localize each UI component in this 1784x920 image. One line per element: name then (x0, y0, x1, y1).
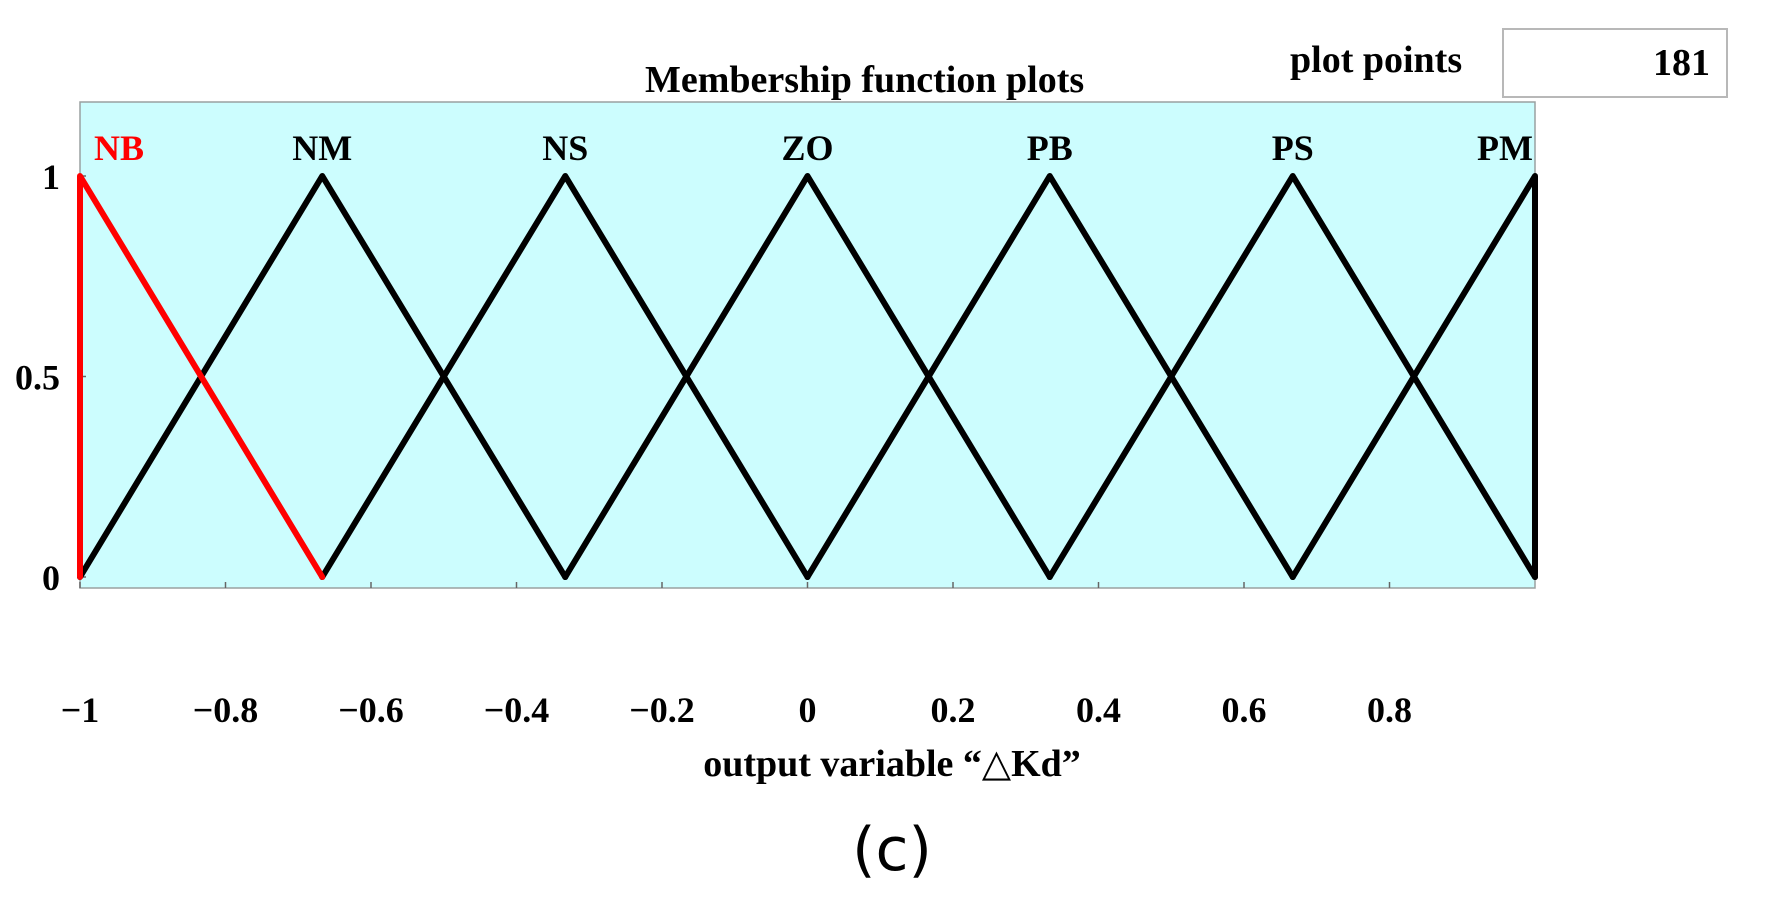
x-tick-label: −1 (61, 690, 100, 730)
plot-area (79, 101, 1536, 589)
plot-points-input[interactable]: 181 (1502, 28, 1728, 98)
mf-line-ns (319, 173, 811, 580)
x-tick-label: 0 (799, 690, 817, 730)
x-tick-label: −0.4 (484, 690, 550, 730)
mf-line-zo (562, 173, 1053, 580)
mf-line-pb (804, 173, 1296, 580)
mf-line-nb (77, 173, 326, 580)
mf-label-ns: NS (542, 128, 588, 168)
x-axis-label: output variable “△Kd” (703, 743, 1081, 785)
mf-line-pm (1289, 173, 1538, 580)
plot-points-label: plot points (1290, 39, 1463, 81)
mf-line-ps (1046, 173, 1538, 580)
mf-label-zo: ZO (781, 128, 833, 168)
x-tick-label: −0.2 (629, 690, 695, 730)
x-tick-label: 0.2 (931, 690, 976, 730)
chart-title: Membership function plots (645, 59, 1085, 101)
x-tick-label: 0.6 (1222, 690, 1267, 730)
mf-label-nb: NB (94, 128, 144, 168)
y-tick-label: 0.5 (15, 358, 60, 398)
y-tick-label: 1 (42, 157, 60, 197)
mf-label-pb: PB (1027, 128, 1073, 168)
mf-label-ps: PS (1272, 128, 1314, 168)
x-tick-label: −0.8 (193, 690, 259, 730)
x-tick-label: 0.8 (1367, 690, 1412, 730)
mf-label-pm: PM (1477, 128, 1533, 168)
x-tick-label: 0.4 (1076, 690, 1121, 730)
figure-caption: (c) (852, 815, 932, 885)
mf-line-nm (77, 173, 569, 580)
mf-label-nm: NM (292, 128, 352, 168)
x-tick-label: −0.6 (338, 690, 404, 730)
y-tick-label: 0 (42, 558, 60, 598)
